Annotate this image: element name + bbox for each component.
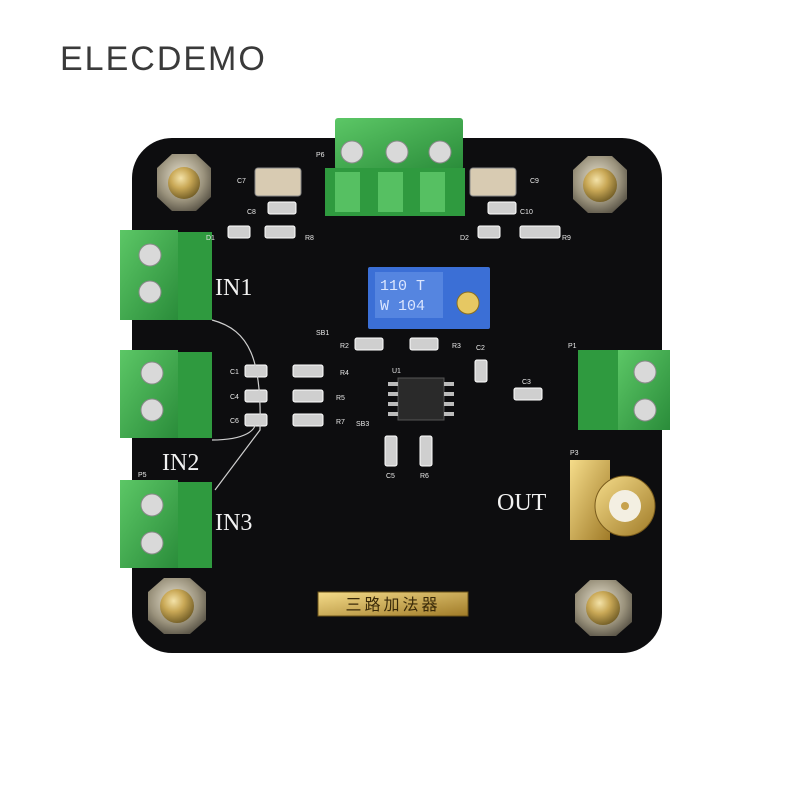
mount-screw-top-left <box>157 154 211 211</box>
ref-c9: C9 <box>530 178 539 185</box>
pot-marking-line1: 110 T <box>380 278 425 295</box>
title-plate-text: 三路加法器 <box>345 595 440 614</box>
ref-r3: R3 <box>452 343 461 350</box>
ref-c4: C4 <box>230 394 239 401</box>
pot-marking-line2: W 104 <box>380 298 425 315</box>
ref-r5: R5 <box>336 395 345 402</box>
terminal-block-in1 <box>120 230 212 320</box>
mount-screw-top-right <box>573 156 627 213</box>
label-in1: IN1 <box>215 275 252 301</box>
terminal-block-in2 <box>120 350 212 438</box>
ref-r4: R4 <box>340 370 349 377</box>
terminal-block-p1 <box>578 350 670 430</box>
brand-logo-text: ELECDEMO <box>60 40 267 78</box>
ref-sb3: SB3 <box>356 421 369 428</box>
ref-c2: C2 <box>476 345 485 352</box>
ref-p5: P5 <box>138 472 147 479</box>
terminal-block-in3 <box>120 480 212 568</box>
ref-c5: C5 <box>386 473 395 480</box>
mount-screw-bottom-left <box>148 578 206 634</box>
ref-d2: D2 <box>460 235 469 242</box>
ref-r8: R8 <box>305 235 314 242</box>
capacitor-c9 <box>469 167 517 197</box>
ref-c1: C1 <box>230 369 239 376</box>
sma-output-connector <box>570 460 656 540</box>
ref-u1: U1 <box>392 368 401 375</box>
ref-sb1: SB1 <box>316 330 329 337</box>
ref-r9: R9 <box>562 235 571 242</box>
ref-p1: P1 <box>568 343 577 350</box>
ref-c6: C6 <box>230 418 239 425</box>
label-out: OUT <box>497 490 547 516</box>
ref-p3: P3 <box>570 450 579 457</box>
label-in3: IN3 <box>215 510 252 536</box>
ref-c3: C3 <box>522 379 531 386</box>
ref-d1: D1 <box>206 235 215 242</box>
capacitor-c7 <box>254 167 302 197</box>
ref-c10: C10 <box>520 209 533 216</box>
mount-screw-bottom-right <box>575 580 632 636</box>
ref-c7: C7 <box>237 178 246 185</box>
smd-components <box>227 201 561 467</box>
input-traces <box>211 319 261 491</box>
ref-r7: R7 <box>336 419 345 426</box>
potentiometer: 110 T W 104 <box>368 267 490 329</box>
terminal-block-power <box>325 118 465 216</box>
ref-r2: R2 <box>340 343 349 350</box>
ref-r6: R6 <box>420 473 429 480</box>
label-in2: IN2 <box>162 450 199 476</box>
title-plate: 三路加法器 <box>317 591 469 617</box>
ref-c8: C8 <box>247 209 256 216</box>
ref-p6: P6 <box>316 152 325 159</box>
opamp-ic-u1 <box>388 377 454 421</box>
